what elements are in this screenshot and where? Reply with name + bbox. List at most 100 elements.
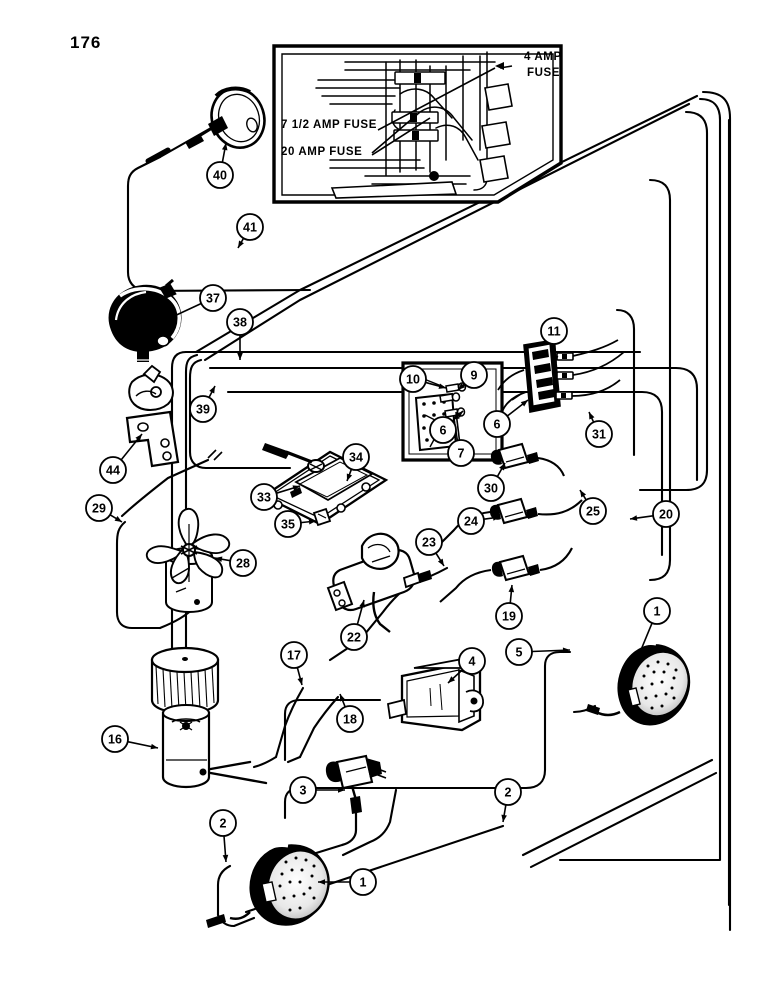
callout-number: 9 (471, 369, 478, 383)
callout-44-bracket: 44 (99, 433, 143, 484)
callout-10-screw: 10 (399, 365, 447, 393)
callout-1-bottom-lamp: 1 (318, 868, 377, 896)
callout-arrowhead (580, 490, 587, 498)
part-4-relay-box (386, 657, 484, 732)
callout-arrowhead (150, 743, 158, 750)
callout-bubble (101, 725, 129, 753)
callout-number: 22 (347, 631, 361, 645)
callout-arrowhead (221, 143, 228, 151)
callout-arrowhead (454, 412, 460, 420)
callout-3-switch: 3 (289, 776, 345, 804)
callout-number: 1 (360, 876, 367, 890)
callout-number: 40 (213, 169, 227, 183)
callout-7-panel: 7 (447, 411, 475, 467)
part-28-fan-assembly (145, 507, 231, 614)
callout-bubble (199, 284, 227, 312)
callout-number: 38 (233, 316, 247, 330)
callout-bubble (399, 365, 427, 393)
callout-bubble (226, 308, 254, 336)
callout-arrowhead (359, 600, 365, 608)
callout-number: 4 (469, 655, 476, 669)
callout-number: 10 (406, 373, 420, 387)
callout-arrowhead (589, 412, 595, 420)
callout-number: 20 (659, 508, 673, 522)
callout-bubble (274, 510, 302, 538)
callout-23-wire: 23 (415, 528, 445, 567)
callout-20-harness: 20 (629, 500, 680, 528)
part-19-connector (491, 554, 540, 582)
callout-arrowhead (630, 515, 638, 521)
callout-24-connector: 24 (457, 507, 501, 535)
callout-arrowhead (492, 515, 500, 521)
callout-35-clip: 35 (274, 510, 317, 538)
callout-number: 31 (592, 428, 606, 442)
callout-arrowhead (297, 677, 303, 685)
callout-arrowhead (458, 383, 466, 390)
callout-bubble (99, 456, 127, 484)
callout-number: 5 (516, 646, 523, 660)
callout-34-dome-lamp: 34 (342, 443, 370, 482)
callout-bubble (494, 778, 522, 806)
part-40-mirror (145, 86, 266, 164)
callout-bubble (340, 623, 368, 651)
callout-arrowhead (499, 463, 505, 471)
callout-number: 2 (505, 786, 512, 800)
fuse-7half-amp-label: 7 1/2 AMP FUSE (281, 119, 377, 131)
callout-1-right-lamp: 1 (635, 597, 671, 663)
callout-bubble (483, 410, 511, 438)
callout-arrowhead (222, 854, 229, 862)
callout-arrowhead (170, 312, 178, 318)
connectors-group (439, 442, 583, 603)
callout-25-wire: 25 (579, 489, 607, 525)
fuse-20amp-label: 20 AMP FUSE (281, 146, 362, 158)
callout-38-wire: 38 (226, 308, 254, 360)
callout-37-work-lamp: 37 (169, 284, 227, 319)
callout-bubble (206, 161, 234, 189)
callout-number: 34 (349, 451, 363, 465)
callout-bubble (652, 500, 680, 528)
callout-number: 7 (458, 447, 465, 461)
callout-bubble (342, 443, 370, 471)
callout-4-relay: 4 (447, 647, 486, 684)
callout-arrowhead (437, 558, 444, 566)
callout-bubble (505, 638, 533, 666)
callout-arrowhead (448, 676, 456, 683)
callout-6-terminal: 6 (483, 399, 529, 438)
callout-41-wire: 41 (236, 213, 264, 249)
callout-bubble (458, 647, 486, 675)
callout-16-blower: 16 (101, 725, 159, 753)
page-number: 176 (70, 33, 102, 52)
callout-number: 33 (257, 491, 271, 505)
callout-arrowhead (552, 355, 559, 363)
callout-number: 25 (586, 505, 600, 519)
callout-bubble (229, 549, 257, 577)
callout-19-connector: 19 (495, 584, 523, 630)
callout-number: 29 (92, 502, 106, 516)
callout-arrowhead (237, 353, 243, 360)
callout-number: 44 (106, 464, 120, 478)
callout-bubble (457, 507, 485, 535)
part-37-work-lamp (108, 278, 182, 369)
callout-arrowhead (308, 518, 316, 525)
callout-bubble (415, 528, 443, 556)
callout-2-bottom-right: 2 (494, 778, 522, 823)
callout-bubble (477, 474, 505, 502)
callout-leader-line (635, 622, 653, 663)
callout-arrowhead (562, 647, 570, 654)
callout-bubble (429, 416, 457, 444)
callout-arrowhead (340, 694, 346, 702)
callout-5-harness: 5 (505, 638, 571, 666)
fuse-4amp-label-line1: 4 AMP (524, 51, 562, 63)
callout-arrowhead (346, 473, 353, 481)
callout-bubble (280, 641, 308, 669)
callout-39-wire: 39 (189, 385, 217, 423)
callout-bubble (495, 602, 523, 630)
callout-bubble (336, 705, 364, 733)
part-24-connector (489, 497, 538, 525)
callout-arrowhead (238, 240, 244, 248)
callout-number: 19 (502, 610, 516, 624)
callout-arrowhead (508, 585, 515, 593)
callout-bubble (540, 317, 568, 345)
callout-30-connector: 30 (477, 462, 506, 502)
